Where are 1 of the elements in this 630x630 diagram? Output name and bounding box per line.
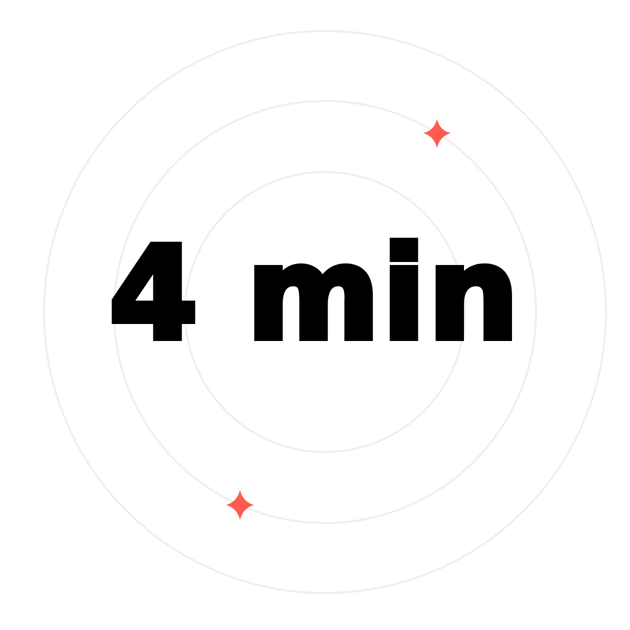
duration-text: 4 min: [109, 220, 521, 370]
